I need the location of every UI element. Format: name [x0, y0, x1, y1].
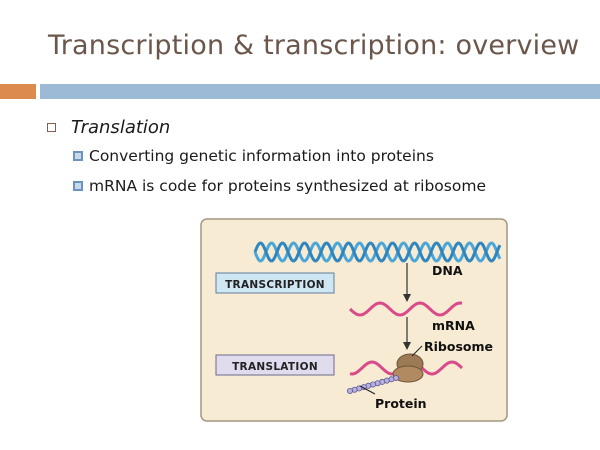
sub-bullet-2: mRNA is code for proteins synthesized at… [73, 177, 486, 195]
ribosome-label: Ribosome [424, 339, 493, 354]
translation-label: TRANSLATION [232, 361, 318, 373]
bullet-text: Translation [71, 117, 171, 138]
sub-bullet-text: Converting genetic information into prot… [89, 147, 434, 165]
protein-bead [346, 387, 353, 394]
mrna-strand [348, 301, 463, 317]
title-accent-bar-orange [0, 84, 36, 99]
sub-bullet-1: Converting genetic information into prot… [73, 147, 434, 165]
translation-box: TRANSLATION [215, 354, 335, 376]
arrowhead-icon [403, 342, 411, 350]
ribosome-icon [392, 353, 424, 383]
square-bullet-icon [47, 123, 56, 132]
ribosome-leader-line [411, 345, 423, 357]
dna-label: DNA [432, 263, 463, 278]
transcription-label: TRANSCRIPTION [225, 279, 325, 291]
mrna-label: mRNA [432, 318, 475, 333]
bullet-translation: Translation [47, 117, 170, 138]
slide-title: Transcription & transcription: overview [48, 30, 580, 61]
title-accent-bar-blue [40, 84, 600, 99]
transcription-box: TRANSCRIPTION [215, 272, 335, 294]
protein-chain [346, 374, 399, 394]
filled-square-bullet-icon [73, 181, 83, 191]
protein-leader-line [359, 385, 376, 395]
transcription-translation-figure: TRANSCRIPTION TRANSLATION DNA mRNA Ribos… [200, 218, 508, 422]
dna-helix [253, 241, 502, 263]
filled-square-bullet-icon [73, 151, 83, 161]
sub-bullet-text: mRNA is code for proteins synthesized at… [89, 177, 486, 195]
arrowhead-icon [403, 294, 411, 302]
protein-label: Protein [375, 396, 427, 411]
figure-diagram: TRANSCRIPTION TRANSLATION DNA mRNA Ribos… [200, 218, 508, 422]
